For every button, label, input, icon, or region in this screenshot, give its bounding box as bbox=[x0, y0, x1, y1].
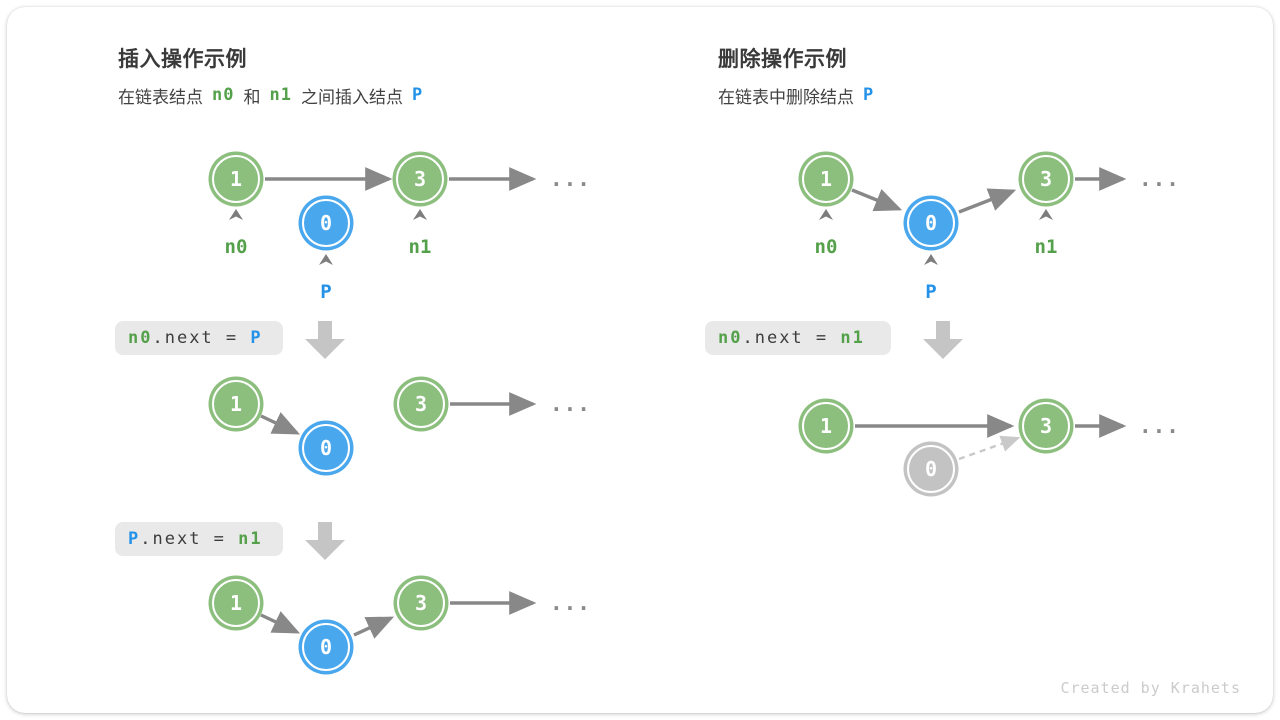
node-value: 3 bbox=[1040, 414, 1052, 438]
node-value: 0 bbox=[320, 436, 332, 460]
step-down-arrow-icon bbox=[305, 321, 345, 359]
code-rhs: P bbox=[250, 328, 263, 348]
ellipsis: ... bbox=[550, 591, 591, 615]
delete-stage2: ... 0 1 3 bbox=[798, 398, 1180, 497]
node-value: 0 bbox=[925, 457, 937, 481]
caret-up-icon bbox=[319, 254, 333, 265]
arrow-p-to-n1 bbox=[958, 188, 1017, 214]
code-mid: .next = bbox=[742, 328, 841, 348]
node-value: 1 bbox=[820, 414, 832, 438]
arrow-n0-to-p bbox=[260, 412, 301, 435]
node-1: 1 bbox=[208, 376, 264, 432]
step-down-arrow-icon bbox=[305, 522, 345, 560]
node-1: 1 bbox=[798, 151, 854, 207]
arrow-n0-to-p bbox=[851, 188, 903, 212]
code-box-n0-next-n1: n0.next = n1 bbox=[705, 321, 891, 355]
node-3: 3 bbox=[1018, 398, 1074, 454]
node-3: 3 bbox=[392, 151, 448, 207]
node-value: 3 bbox=[414, 167, 426, 191]
subtitle-token-p: P bbox=[863, 85, 875, 105]
step-down-arrow-icon bbox=[923, 321, 963, 359]
node-3: 3 bbox=[393, 376, 449, 432]
node-1: 1 bbox=[208, 151, 264, 207]
pointer-label-n1: n1 bbox=[409, 236, 432, 258]
delete-panel-title: 删除操作示例 bbox=[718, 48, 847, 71]
ellipsis: ... bbox=[1139, 414, 1180, 438]
caret-up-icon bbox=[413, 209, 427, 220]
pointer-label-p: P bbox=[320, 281, 331, 303]
linked-list-diagram: ... 1 3 0 n0 n1 P bbox=[208, 151, 1180, 675]
subtitle-text: 在链表中删除结点 bbox=[718, 87, 854, 107]
code-lhs: n0 bbox=[718, 328, 743, 348]
node-value: 1 bbox=[230, 392, 242, 416]
code-box-p-next-n1: P.next = n1 bbox=[115, 522, 283, 556]
code-lhs: n0 bbox=[128, 328, 153, 348]
insert-panel-subtitle: 在链表结点 n0 和 n1 之间插入结点 P bbox=[118, 83, 423, 107]
node-p-deleted: 0 bbox=[903, 441, 959, 497]
node-value: 1 bbox=[230, 591, 242, 615]
code-box-n0-next-p: n0.next = P bbox=[115, 321, 283, 355]
pointer-label-n0: n0 bbox=[225, 236, 248, 258]
diagram-card: 插入操作示例 在链表结点 n0 和 n1 之间插入结点 P 删除操作示例 在链表… bbox=[7, 7, 1273, 713]
caret-up-icon bbox=[229, 209, 243, 220]
pointer-label-n0: n0 bbox=[815, 236, 838, 258]
node-p: 0 bbox=[298, 619, 354, 675]
arrow-p-to-n1-dashed bbox=[958, 435, 1021, 461]
insert-panel-title: 插入操作示例 bbox=[118, 48, 247, 71]
insert-stage3: ... 1 0 3 bbox=[208, 575, 591, 675]
code-mid: .next = bbox=[140, 529, 239, 549]
code-rhs: n1 bbox=[840, 328, 865, 348]
ellipsis: ... bbox=[1139, 167, 1180, 191]
caret-up-icon bbox=[924, 254, 938, 265]
credit-text: Created by Krahets bbox=[1060, 679, 1241, 697]
pointer-label-n1: n1 bbox=[1035, 236, 1058, 258]
subtitle-token-n1: n1 bbox=[269, 85, 292, 105]
node-p: 0 bbox=[298, 195, 354, 251]
node-value: 0 bbox=[320, 635, 332, 659]
node-value: 3 bbox=[415, 591, 427, 615]
ellipsis: ... bbox=[550, 167, 591, 191]
caret-up-icon bbox=[1039, 209, 1053, 220]
delete-stage1: ... 1 0 3 n0 n1 P bbox=[798, 151, 1180, 303]
subtitle-text: 和 bbox=[243, 87, 261, 107]
caret-up-icon bbox=[819, 209, 833, 220]
node-1: 1 bbox=[798, 398, 854, 454]
insert-stage1: ... 1 3 0 n0 n1 P bbox=[208, 151, 591, 303]
arrow-n0-to-p bbox=[260, 611, 301, 634]
node-value: 0 bbox=[320, 211, 332, 235]
subtitle-token-n0: n0 bbox=[212, 85, 235, 105]
code-lhs: P bbox=[128, 529, 141, 549]
node-value: 3 bbox=[415, 392, 427, 416]
node-value: 1 bbox=[820, 167, 832, 191]
node-value: 3 bbox=[1040, 167, 1052, 191]
node-1: 1 bbox=[208, 575, 264, 631]
pointer-label-p: P bbox=[925, 281, 936, 303]
code-mid: .next = bbox=[152, 328, 251, 348]
code-rhs: n1 bbox=[238, 529, 263, 549]
subtitle-text: 在链表结点 bbox=[118, 87, 203, 107]
ellipsis: ... bbox=[550, 392, 591, 416]
node-p: 0 bbox=[903, 195, 959, 251]
node-p: 0 bbox=[298, 420, 354, 476]
subtitle-text: 之间插入结点 bbox=[300, 87, 403, 107]
node-value: 1 bbox=[230, 167, 242, 191]
subtitle-token-p: P bbox=[411, 85, 424, 105]
insert-stage2: ... 1 0 3 bbox=[208, 376, 591, 476]
delete-panel-subtitle: 在链表中删除结点 P bbox=[718, 83, 874, 107]
arrow-p-to-n1 bbox=[353, 616, 395, 639]
node-3: 3 bbox=[1018, 151, 1074, 207]
node-3: 3 bbox=[393, 575, 449, 631]
node-value: 0 bbox=[925, 211, 937, 235]
